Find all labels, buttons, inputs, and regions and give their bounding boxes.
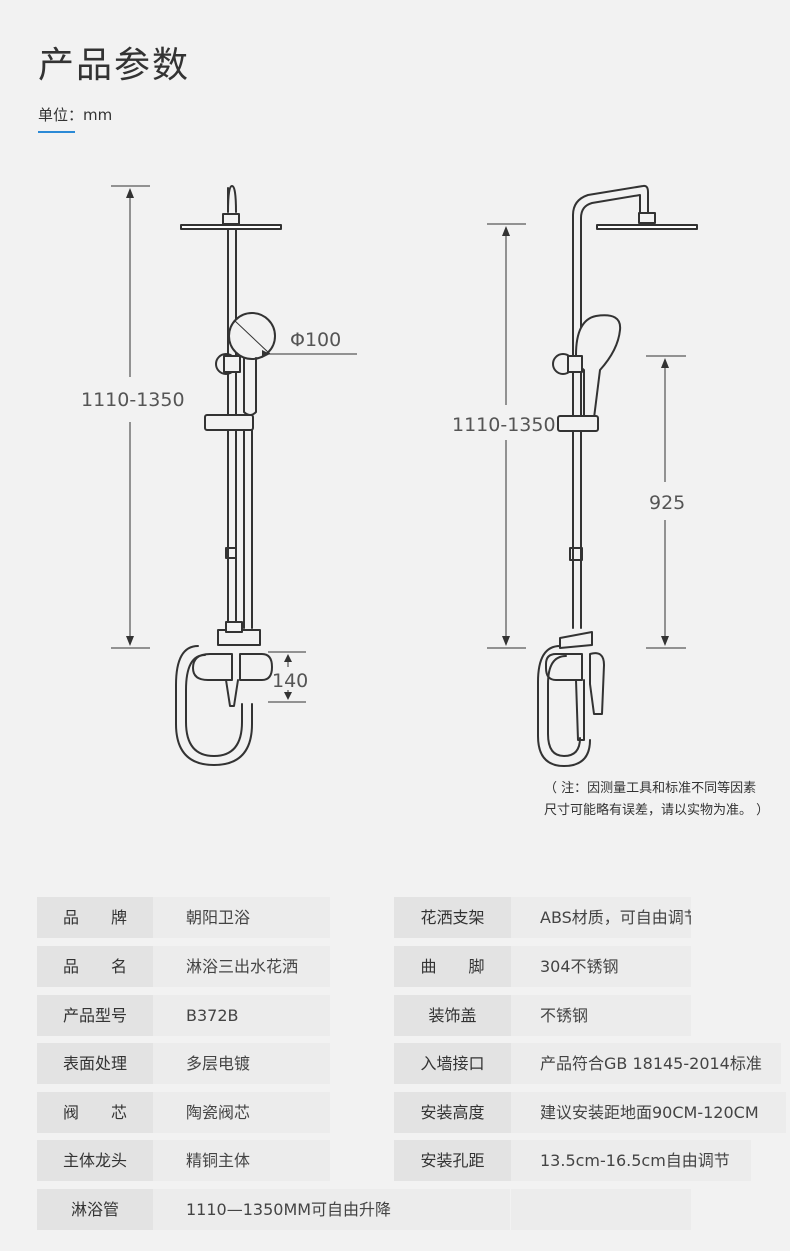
right-height-label: 1110-1350 [452, 414, 556, 436]
spec-value-cover: 不锈钢 [511, 995, 691, 1036]
measurement-note: （ 注：因测量工具和标准不同等因素 尺寸可能略有误差，请以实物为准。 ） [544, 778, 784, 822]
spec-label-body: 主体龙头 [37, 1140, 153, 1181]
spec-value-brand: 朝阳卫浴 [153, 897, 330, 938]
unit-underline [38, 131, 75, 133]
spec-value-shower-pipe: 1110—1350MM可自由升降 [153, 1189, 510, 1230]
spec-value-install-height: 建议安装距地面90CM-120CM [511, 1092, 786, 1133]
spec-value-elbow: 304不锈钢 [511, 946, 691, 987]
note-line-2: 尺寸可能略有误差，请以实物为准。 ） [544, 803, 770, 818]
spec-value-hole-distance: 13.5cm-16.5cm自由调节 [511, 1140, 751, 1181]
spec-value-surface: 多层电镀 [153, 1043, 330, 1084]
side-view-shower [537, 184, 698, 767]
page-title: 产品参数 [38, 45, 191, 86]
spec-value-wall-interface: 产品符合GB 18145-2014标准 [511, 1043, 781, 1084]
spec-value-name: 淋浴三出水花洒 [153, 946, 330, 987]
spec-value-holder: ABS材质，可自由调节 [511, 897, 691, 938]
left-height-label: 1110-1350 [81, 389, 185, 411]
spec-label-shower-pipe: 淋浴管 [37, 1189, 153, 1230]
spec-label-brand: 品 牌 [37, 897, 153, 938]
dimension-diagram: 1110-1350 Φ100 140 1110-1350 925 [81, 184, 698, 767]
slide-height-label: 925 [649, 492, 685, 514]
spec-label-elbow: 曲 脚 [394, 946, 511, 987]
spec-label-surface: 表面处理 [37, 1043, 153, 1084]
unit-label: 单位：mm [38, 106, 113, 124]
spec-empty-cell [511, 1189, 691, 1230]
head-diameter-label: Φ100 [290, 329, 341, 351]
spec-label-name: 品 名 [37, 946, 153, 987]
spec-label-cartridge: 阀 芯 [37, 1092, 153, 1133]
spec-label-model: 产品型号 [37, 995, 153, 1036]
spec-label-holder: 花洒支架 [394, 897, 511, 938]
valve-span-label: 140 [272, 670, 308, 692]
spec-label-hole-distance: 安装孔距 [394, 1140, 511, 1181]
spec-value-model: B372B [153, 995, 330, 1036]
spec-value-cartridge: 陶瓷阀芯 [153, 1092, 330, 1133]
spec-label-cover: 装饰盖 [394, 995, 511, 1036]
spec-label-wall-interface: 入墙接口 [394, 1043, 511, 1084]
front-view-shower [175, 185, 282, 766]
spec-value-body: 精铜主体 [153, 1140, 330, 1181]
note-line-1: （ 注：因测量工具和标准不同等因素 [544, 781, 757, 796]
spec-label-install-height: 安装高度 [394, 1092, 511, 1133]
